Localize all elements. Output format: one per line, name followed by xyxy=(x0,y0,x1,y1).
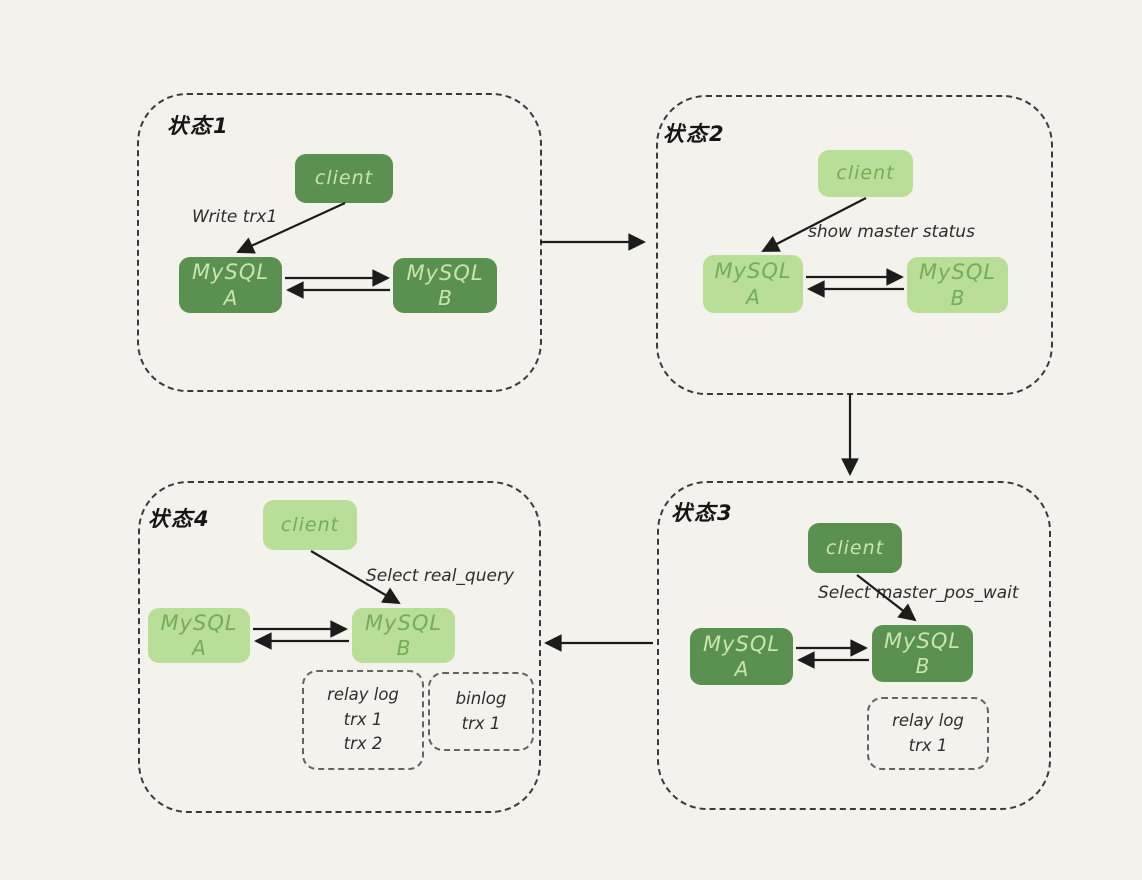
state2-action-label: show master status xyxy=(808,222,975,242)
state4-mysql-a-node: MySQL A xyxy=(148,608,250,663)
state4-relay-log-entry-1: trx 1 xyxy=(343,709,383,729)
state4-client-label: client xyxy=(280,513,340,536)
state1-client-node: client xyxy=(295,154,393,203)
state2-mysql-a-node: MySQL A xyxy=(703,255,803,313)
state3-relay-log-entry: trx 1 xyxy=(908,735,948,755)
state2-mysql-a-line2: A xyxy=(746,284,760,309)
state1-mysql-a-line1: MySQL xyxy=(191,260,270,285)
state1-mysql-b-line1: MySQL xyxy=(406,260,484,285)
state3-mysql-b-line2: B xyxy=(915,654,930,679)
state1-mysql-a-line2: A xyxy=(223,285,238,310)
state4-mysql-a-line1: MySQL xyxy=(160,610,238,635)
state1-mysql-b-line2: B xyxy=(438,286,452,311)
state3-mysql-a-line2: A xyxy=(734,657,749,682)
panel-state4 xyxy=(138,481,541,813)
state3-mysql-b-line1: MySQL xyxy=(883,628,962,653)
panel-state2-title: 状态2 xyxy=(663,122,726,146)
state4-binlog-title: binlog xyxy=(455,688,507,708)
state3-relay-log-title: relay log xyxy=(892,710,964,730)
state1-mysql-b-node: MySQL B xyxy=(393,258,497,313)
state4-client-node: client xyxy=(263,500,357,550)
state4-action-label: Select real_query xyxy=(366,566,515,586)
state4-relay-log-title: relay log xyxy=(327,684,399,704)
state3-mysql-a-node: MySQL A xyxy=(690,628,793,685)
panel-state3-title: 状态3 xyxy=(671,501,734,525)
state2-client-label: client xyxy=(836,162,895,185)
state1-client-label: client xyxy=(314,167,374,190)
panel-state4-title: 状态4 xyxy=(148,507,211,531)
state3-client-node: client xyxy=(808,523,902,573)
state3-client-label: client xyxy=(825,536,885,559)
state2-mysql-b-line1: MySQL xyxy=(918,260,997,285)
state2-mysql-a-line1: MySQL xyxy=(714,259,792,284)
state2-mysql-b-line2: B xyxy=(950,285,965,310)
panel-state2 xyxy=(656,95,1053,395)
state1-action-label: Write trx1 xyxy=(192,207,278,227)
state4-mysql-b-line1: MySQL xyxy=(364,610,443,635)
state4-mysql-b-line2: B xyxy=(396,636,411,661)
state3-mysql-a-line1: MySQL xyxy=(702,631,781,656)
panel-state1-title: 状态1 xyxy=(167,114,230,138)
state3-action-label: Select master_pos_wait xyxy=(818,583,1019,603)
state4-relay-log-entry-2: trx 2 xyxy=(343,734,383,754)
state2-client-node: client xyxy=(818,150,913,197)
state4-mysql-b-node: MySQL B xyxy=(352,608,455,663)
state1-mysql-a-node: MySQL A xyxy=(179,257,282,313)
state4-binlog-entry: trx 1 xyxy=(461,713,501,733)
state2-mysql-b-node: MySQL B xyxy=(907,257,1008,313)
state4-binlog-box: binlog trx 1 xyxy=(428,672,534,751)
state3-relay-log-box: relay log trx 1 xyxy=(867,697,989,770)
panel-state3 xyxy=(657,481,1051,810)
state4-mysql-a-line2: A xyxy=(192,636,206,661)
state3-mysql-b-node: MySQL B xyxy=(872,625,973,682)
state4-relay-log-box: relay log trx 1 trx 2 xyxy=(302,670,424,770)
